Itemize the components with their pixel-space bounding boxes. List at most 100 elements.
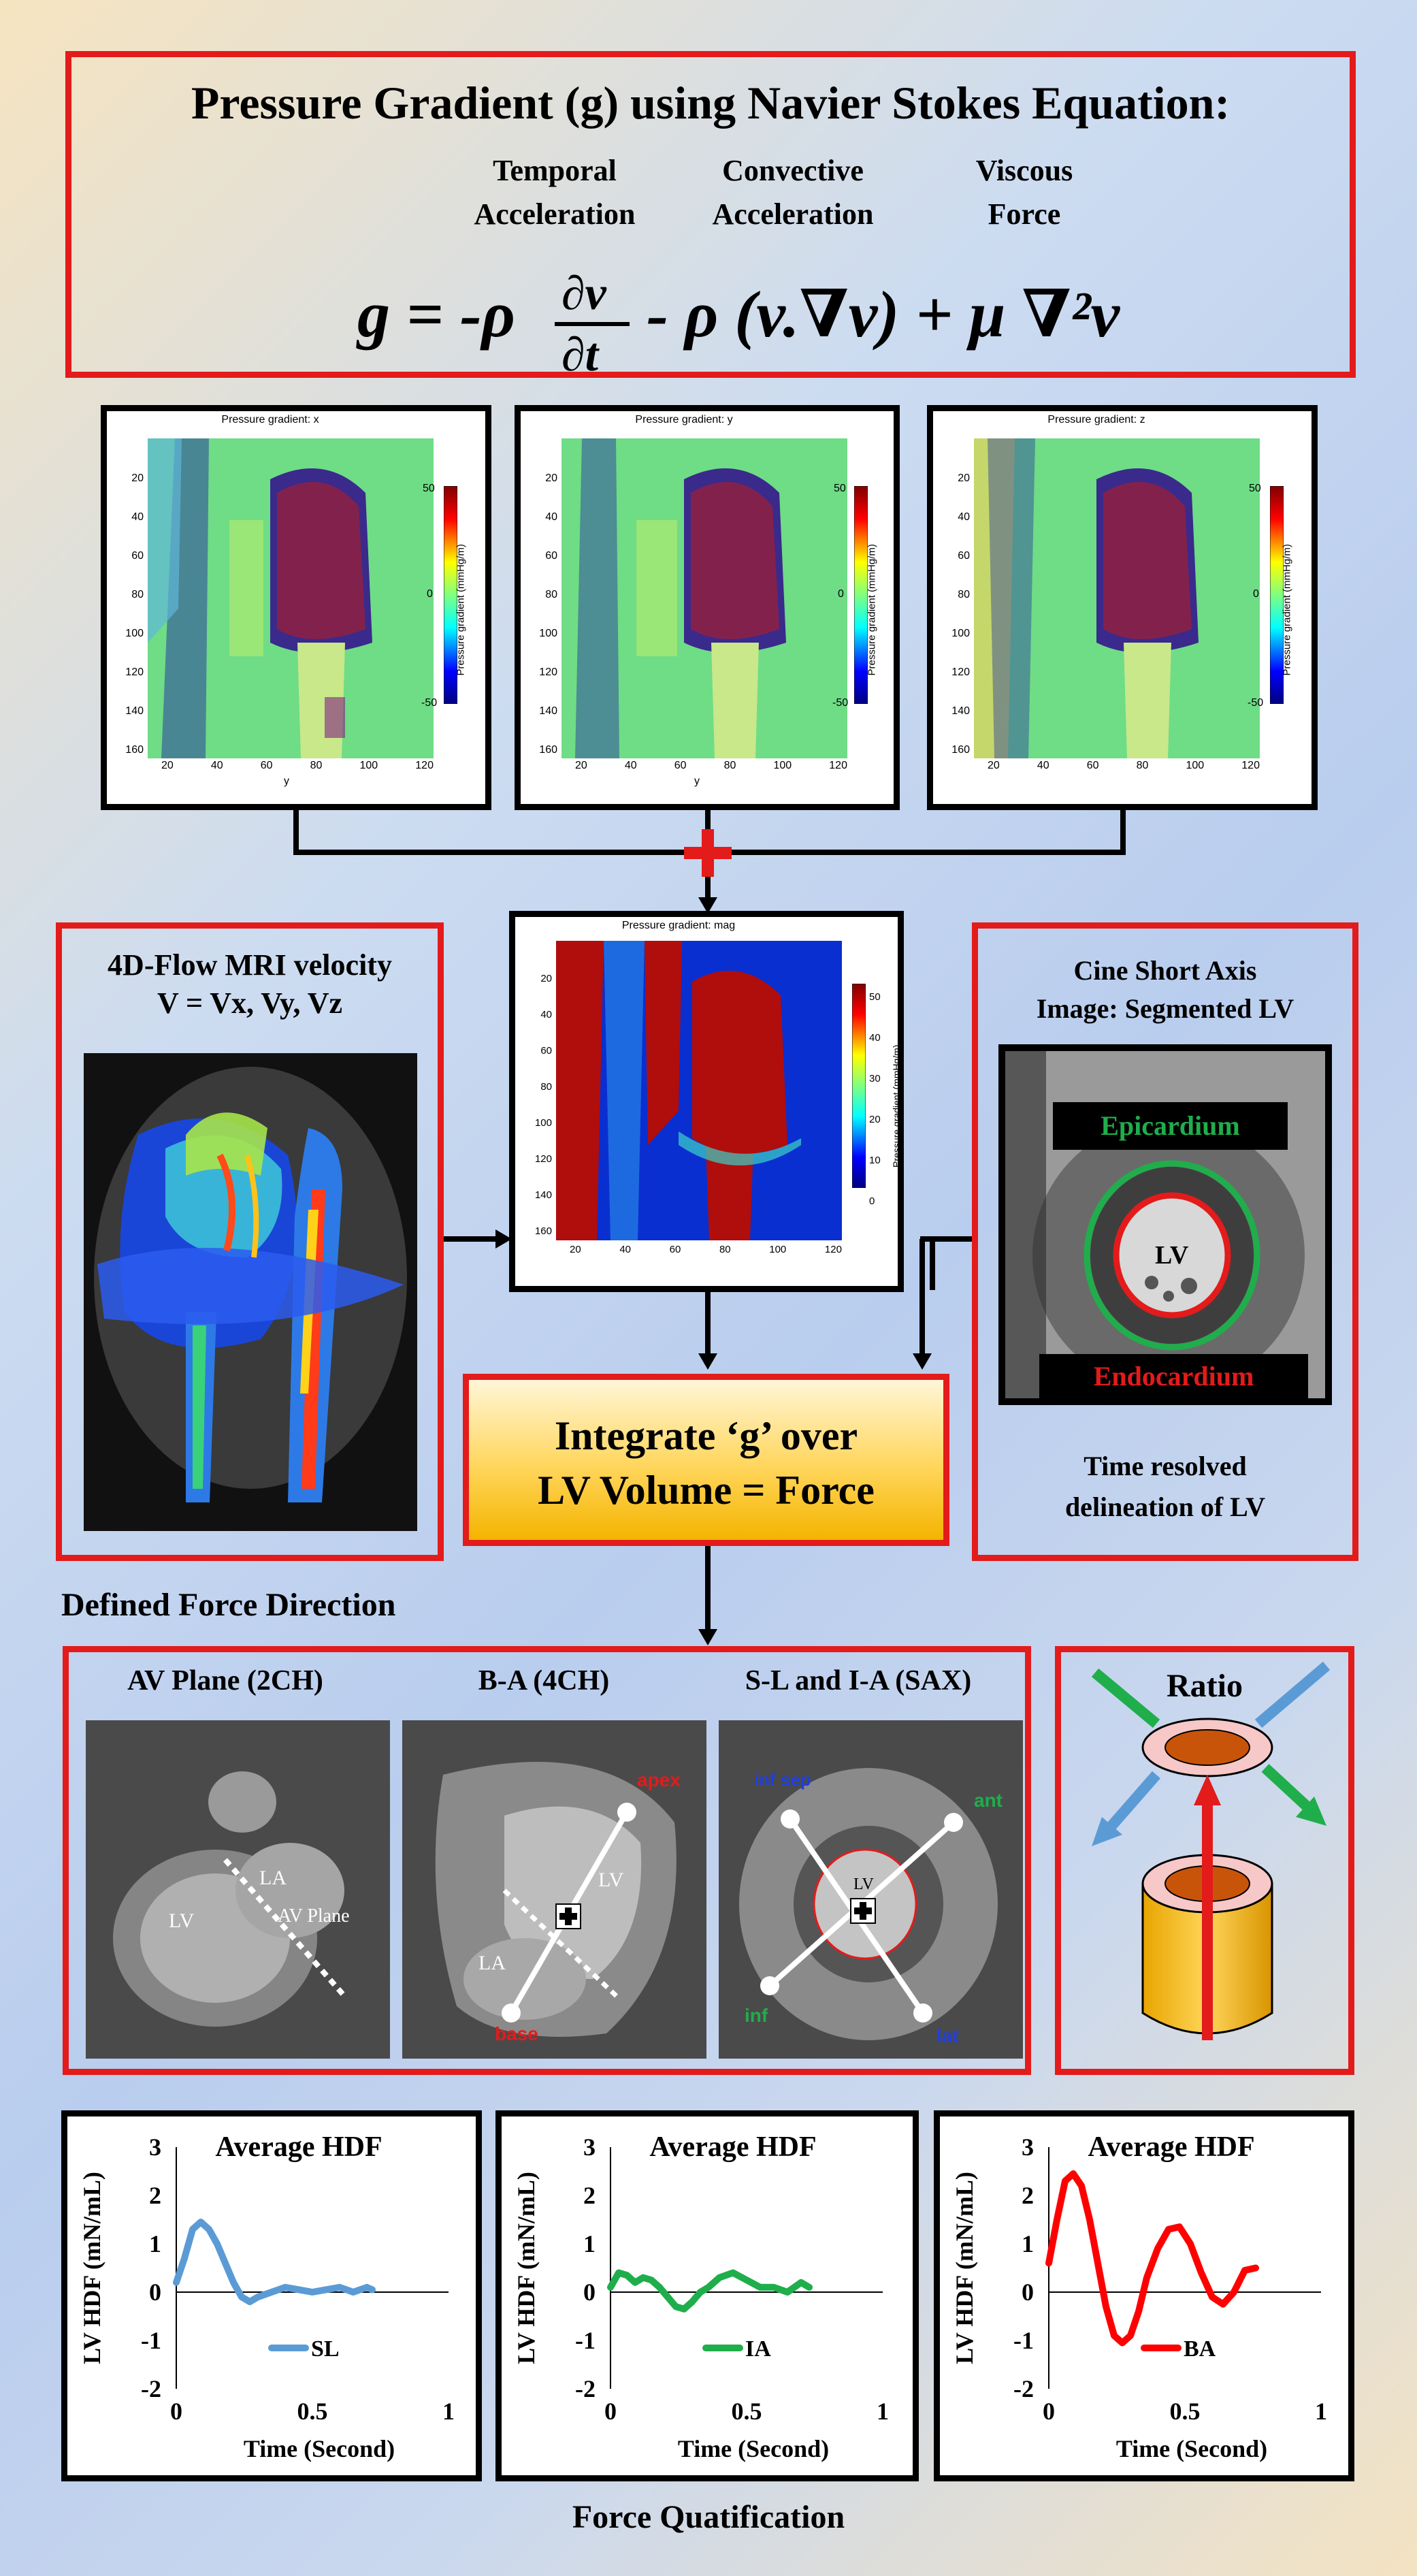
data-point xyxy=(800,2281,802,2283)
chart-title: Average HDF xyxy=(1088,2131,1254,2163)
svg-text:- ρ (v.∇v) + μ ∇²v: - ρ (v.∇v) + μ ∇²v xyxy=(647,278,1120,351)
legend-label: BA xyxy=(1184,2336,1216,2362)
xtick: 80 xyxy=(1136,760,1149,771)
middle-arrows xyxy=(444,1229,972,1645)
cbar-tick: 30 xyxy=(869,1073,881,1084)
xtick: 120 xyxy=(415,760,434,771)
y-tick-label: 1 xyxy=(1022,2230,1034,2257)
xtick: 60 xyxy=(674,760,687,771)
ba-mri xyxy=(402,1720,706,2059)
data-point xyxy=(1056,2219,1058,2221)
navier-stokes-equation: g = -ρ ∂v ∂t - ρ (v.∇v) + μ ∇²v xyxy=(356,268,1120,377)
xtick: 60 xyxy=(1086,760,1099,771)
y-tick-label: 2 xyxy=(1022,2182,1034,2209)
xtick: 60 xyxy=(669,1244,681,1255)
data-point xyxy=(1130,2334,1131,2336)
y-tick-label: 3 xyxy=(149,2134,161,2161)
cbar-tick: -50 xyxy=(1248,697,1264,709)
integrate-line2: LV Volume = Force xyxy=(538,1468,875,1513)
cine-caption: Time resolved delineation of LV xyxy=(978,1446,1352,1528)
xtick: 20 xyxy=(988,760,1000,771)
data-point xyxy=(626,2274,628,2276)
data-point xyxy=(773,2286,775,2288)
data-point xyxy=(700,2291,701,2293)
y-tick-label: 0 xyxy=(583,2279,596,2306)
gradient-map-z: Pressure gradient: z 50 0 -50 Pressure g… xyxy=(927,405,1318,810)
data-point xyxy=(298,2289,299,2291)
data-point xyxy=(353,2291,354,2293)
data-point xyxy=(1146,2276,1147,2279)
legend-label: IA xyxy=(745,2336,771,2362)
chart-title: Average HDF xyxy=(649,2131,816,2163)
heatmap-z xyxy=(974,438,1260,758)
series-line xyxy=(173,2219,376,2306)
data-point xyxy=(1222,2303,1224,2305)
ytick: 120 xyxy=(125,666,144,678)
term-convective-line1: Convective xyxy=(722,154,864,187)
y-tick-label: -2 xyxy=(575,2375,596,2402)
data-point xyxy=(1113,2334,1115,2336)
flow-panel-title: 4D-Flow MRI velocity V = Vx, Vy, Vz xyxy=(62,946,438,1023)
av-label-plane: AV Plane xyxy=(278,1905,350,1927)
ytick: 80 xyxy=(958,589,970,600)
ytick: 40 xyxy=(540,1009,552,1020)
x-tick-label: 0 xyxy=(1043,2398,1055,2425)
xtick: 20 xyxy=(161,760,174,771)
xtick: 100 xyxy=(1186,760,1205,771)
data-point xyxy=(233,2281,234,2283)
y-tick-label: 3 xyxy=(583,2134,596,2161)
cine-panel-title: Cine Short Axis Image: Segmented LV xyxy=(978,952,1352,1028)
xtick: 100 xyxy=(769,1244,787,1255)
x-tick-label: 0.5 xyxy=(297,2398,328,2425)
ytick: 60 xyxy=(545,550,557,562)
y-tick-label: -1 xyxy=(1013,2327,1034,2354)
svg-text:g = -ρ: g = -ρ xyxy=(356,278,515,351)
data-point xyxy=(216,2243,218,2244)
data-point xyxy=(1089,2219,1090,2221)
xtick: 120 xyxy=(1241,760,1260,771)
y-tick-label: -2 xyxy=(1013,2375,1034,2402)
y-tick-label: 3 xyxy=(1022,2134,1034,2161)
data-point xyxy=(1211,2296,1213,2298)
xtick: 60 xyxy=(260,760,273,771)
data-point xyxy=(1179,2226,1180,2228)
ytick: 140 xyxy=(539,705,557,717)
data-point xyxy=(339,2286,340,2288)
ytick: 140 xyxy=(125,705,144,717)
y-tick-label: 2 xyxy=(583,2182,596,2209)
gradient-map-x: Pressure gradient: x 50 0 -50 Pressure g… xyxy=(101,405,491,810)
colorbar-y xyxy=(854,486,868,704)
ytick: 20 xyxy=(958,472,970,484)
cbar-tick: 0 xyxy=(869,1195,875,1207)
plus-icon xyxy=(684,829,732,877)
cbar-tick: 20 xyxy=(869,1114,881,1125)
svg-text:∂v: ∂v xyxy=(561,268,607,320)
data-point xyxy=(1122,2342,1123,2344)
data-point xyxy=(200,2221,201,2223)
cbar-tick: -50 xyxy=(421,697,438,709)
ytick: 160 xyxy=(534,1225,552,1237)
svg-text:∂t: ∂t xyxy=(561,329,600,377)
map-title: Pressure gradient: y xyxy=(635,414,733,425)
footer-caption: Force Quatification xyxy=(572,2499,845,2535)
y-tick-label: -1 xyxy=(575,2327,596,2354)
integrate-text: Integrate ‘g’ over LV Volume = Force xyxy=(469,1408,943,1517)
data-point xyxy=(708,2286,709,2288)
av-label-lv: LV xyxy=(169,1910,195,1932)
ratio-diagram xyxy=(1091,1661,1331,2040)
sax-label-lat: lat xyxy=(936,2025,959,2046)
map-title: Pressure gradient: z xyxy=(1047,414,1145,425)
colorbar-magnitude xyxy=(852,984,866,1188)
xtick: 100 xyxy=(773,760,792,771)
epicardium-label: Epicardium xyxy=(1053,1102,1288,1150)
ytick: 40 xyxy=(131,511,144,523)
sax-image: inf sep ant LV inf lat xyxy=(719,1720,1023,2059)
xtick: 80 xyxy=(719,1244,731,1255)
chart-ylabel: LV HDF (mN/mL) xyxy=(78,2172,105,2364)
cine-title-line1: Cine Short Axis xyxy=(1073,955,1257,986)
term-viscous-line2: Force xyxy=(988,197,1061,231)
xtick: 40 xyxy=(624,760,637,771)
